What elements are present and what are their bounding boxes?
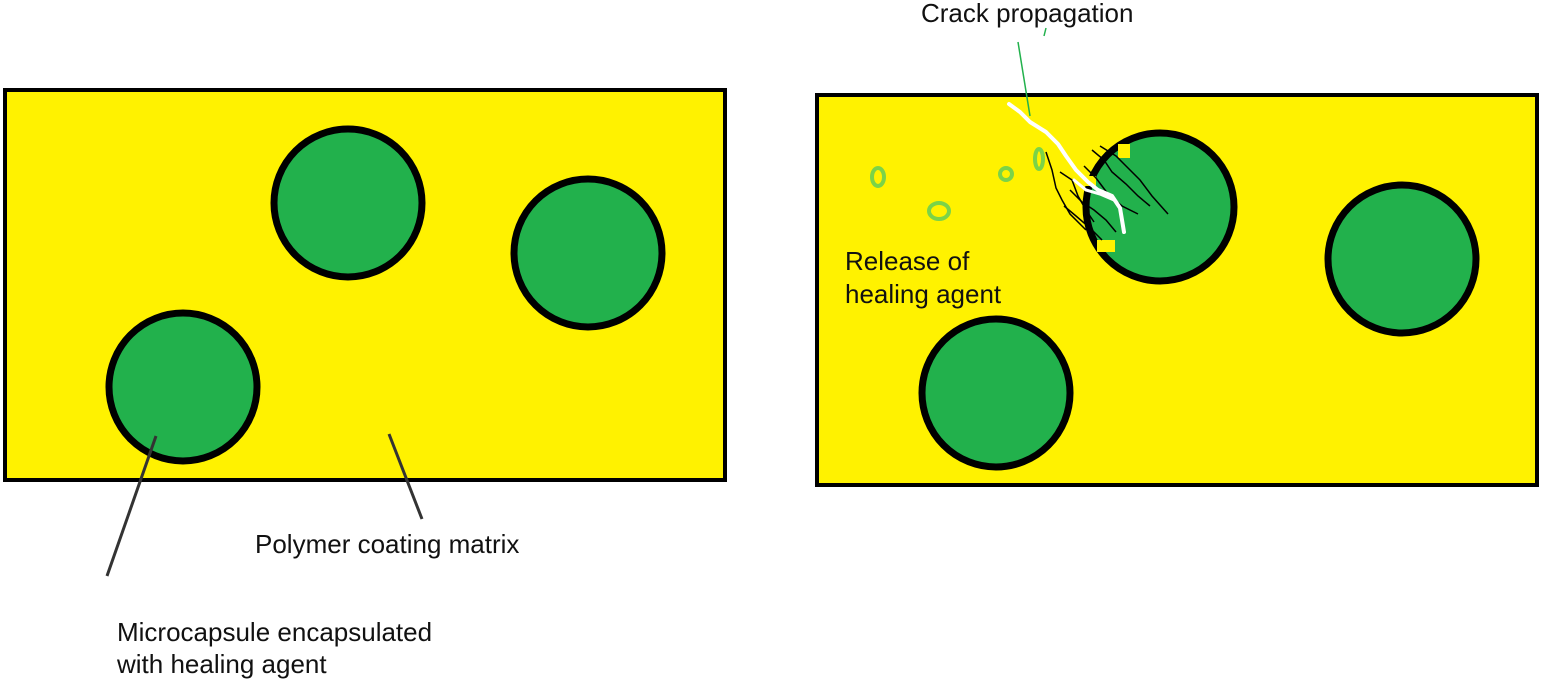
microcapsule-label-line1: Microcapsule encapsulated (117, 617, 432, 647)
release-healing-agent-label-line1: Release of (845, 246, 970, 276)
polymer-matrix-leader-line (387, 433, 424, 520)
microcapsule-right-damaged-panel (1324, 181, 1480, 337)
crack-propagation-label: Crack propagation (921, 0, 1133, 28)
microcapsule-bottom-left (105, 309, 261, 465)
microcapsule-top (270, 125, 426, 281)
crack-propagation-leader-line (1017, 41, 1031, 117)
microcapsule-label-line2: with healing agent (116, 649, 327, 679)
microcapsule-bottom-damaged-panel (918, 315, 1074, 471)
microcapsule-leader-line (105, 435, 158, 577)
ruptured-microcapsule (1082, 129, 1238, 285)
crack-branch (1072, 178, 1116, 202)
crack-propagation-leader-tick (1043, 27, 1047, 37)
intact-coating-panel (3, 88, 727, 577)
damaged-coating-panel (815, 27, 1539, 487)
microcapsule-right (510, 175, 666, 331)
main-crack (1007, 102, 1126, 234)
polymer-coating-matrix-label: Polymer coating matrix (255, 529, 519, 559)
released-healing-agent-droplets (870, 147, 1045, 221)
hairline-cracks (1045, 145, 1169, 241)
release-healing-agent-label-line2: healing agent (845, 279, 1002, 309)
